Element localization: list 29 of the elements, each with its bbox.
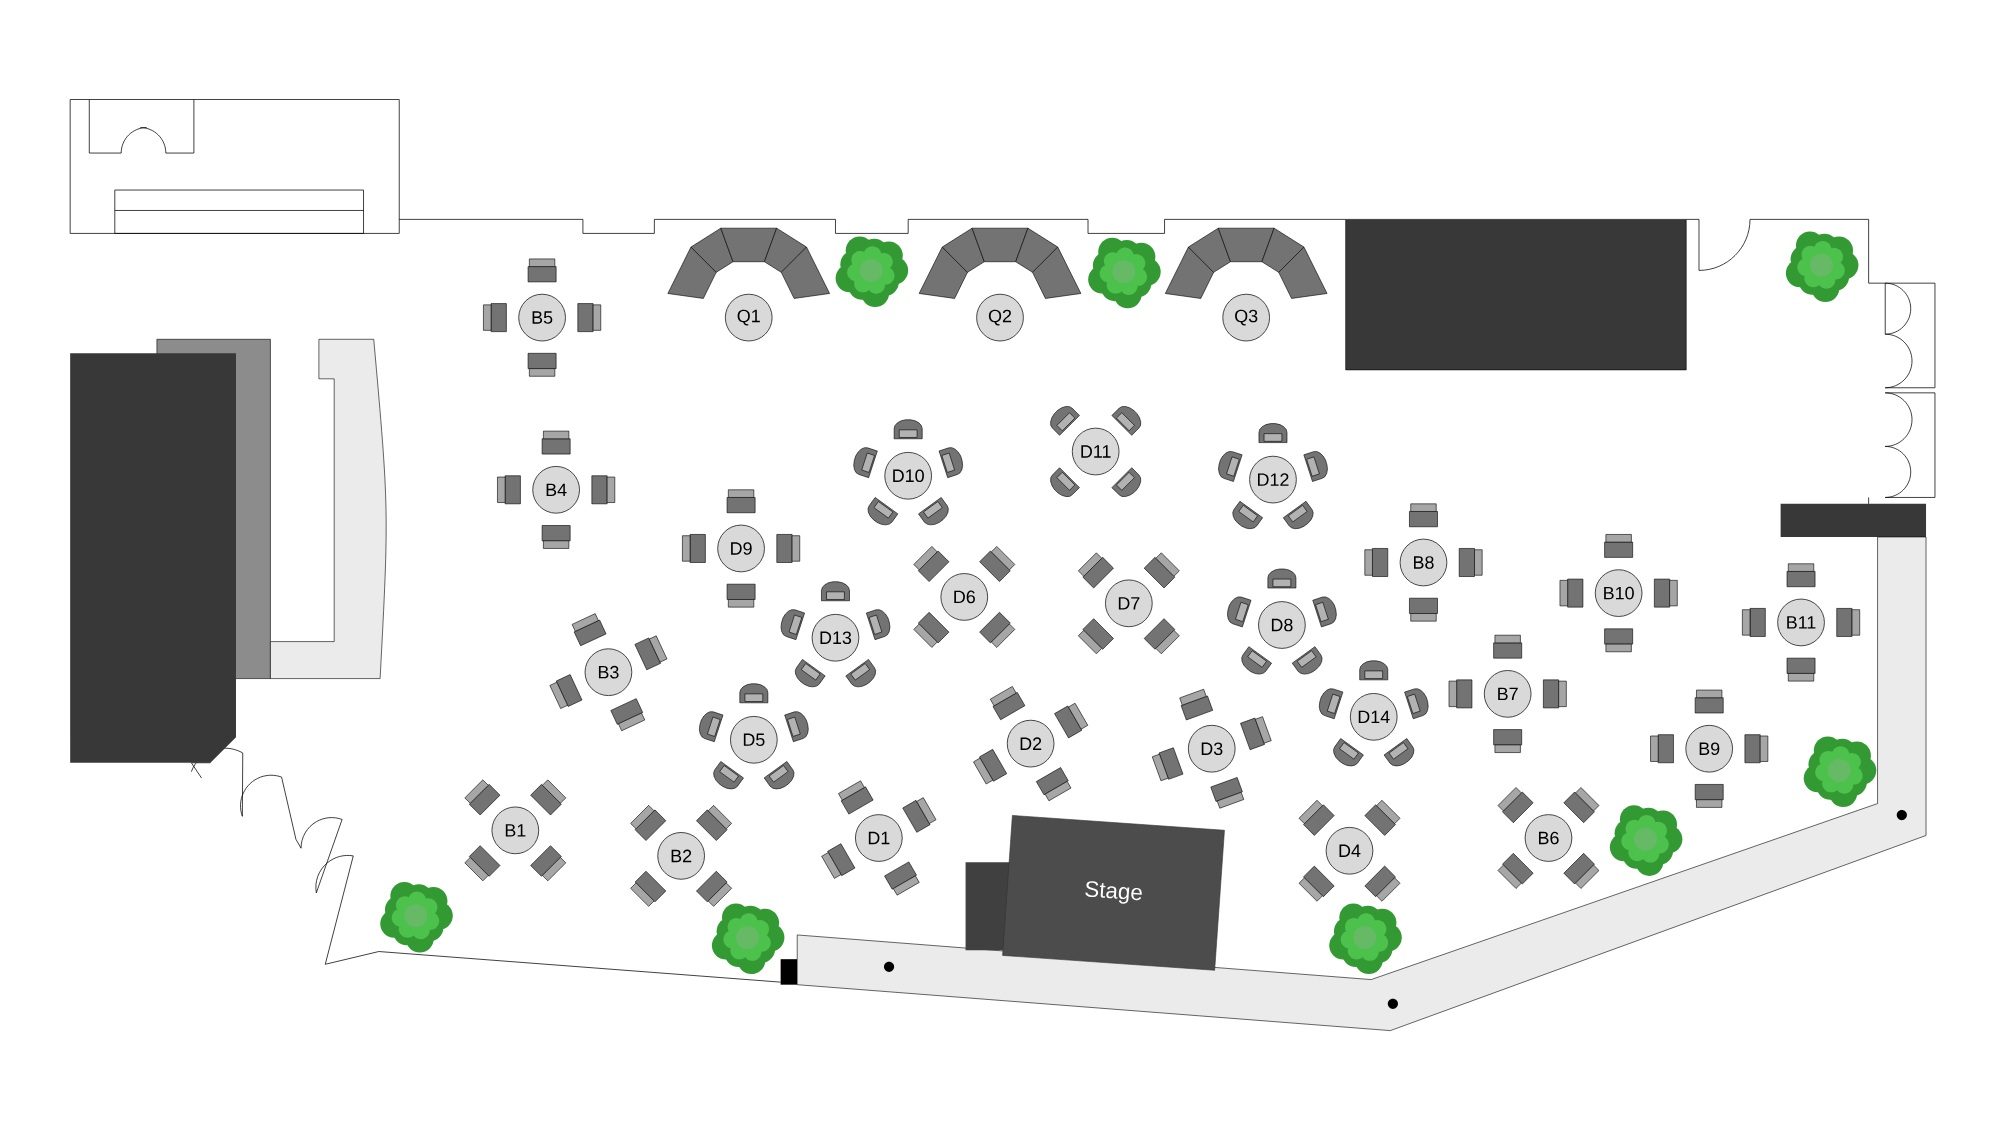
table: D1: [855, 814, 903, 862]
table: D9: [717, 524, 765, 573]
table: D6: [940, 573, 989, 621]
table: Q3: [1222, 293, 1270, 342]
table: D5: [730, 715, 778, 764]
table: D2: [1006, 719, 1055, 768]
table: D10: [884, 451, 932, 500]
table: B6: [1524, 814, 1573, 862]
table: D4: [1325, 826, 1374, 875]
table: B10: [1594, 569, 1643, 617]
table: B3: [584, 648, 633, 697]
table: D12: [1249, 455, 1297, 504]
table: B9: [1685, 724, 1734, 773]
table: D7: [1105, 579, 1153, 628]
table: B1: [491, 806, 540, 855]
table: Q1: [724, 293, 773, 342]
table: D13: [811, 613, 860, 662]
table: B4: [532, 465, 580, 514]
table: B7: [1483, 670, 1532, 718]
table: B2: [657, 832, 705, 880]
table: B5: [518, 293, 566, 342]
stage-platform: Stage: [965, 815, 1225, 971]
table: D11: [1071, 427, 1120, 476]
table: D8: [1258, 601, 1306, 649]
table: B8: [1399, 538, 1448, 587]
table: D14: [1349, 693, 1398, 741]
table: B11: [1777, 598, 1825, 647]
table: D3: [1187, 724, 1236, 773]
table: Q2: [976, 293, 1024, 342]
